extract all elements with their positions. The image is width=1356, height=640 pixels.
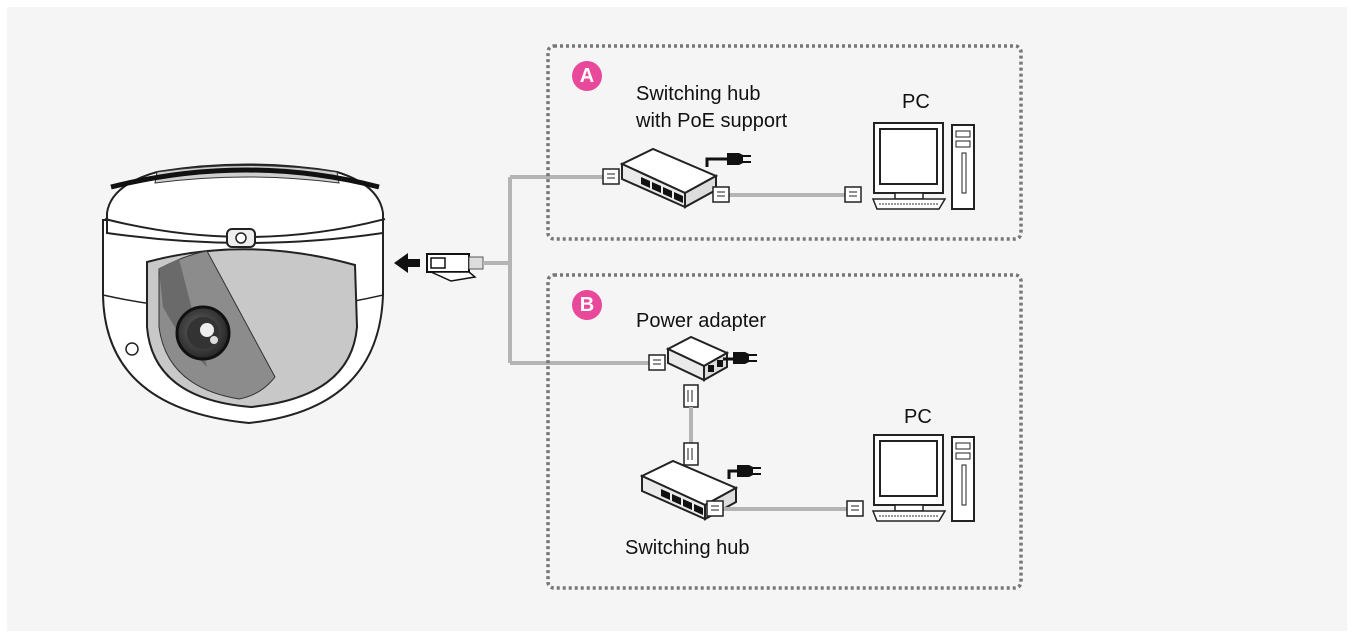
rj45-plug-icon bbox=[426, 253, 484, 282]
network-connection-diagram bbox=[102, 44, 1023, 590]
switching-hub-label: Switching hub bbox=[625, 537, 750, 559]
diagram-canvas: A Switching hub with PoE support PC B Po… bbox=[7, 7, 1347, 631]
pc-label-b: PC bbox=[904, 406, 932, 428]
panel-b-badge: B bbox=[572, 290, 602, 320]
dome-camera-icon bbox=[102, 163, 386, 425]
lan-cable bbox=[483, 175, 649, 365]
rj45-connector-icon bbox=[846, 500, 864, 517]
power-plug-icon bbox=[727, 465, 761, 479]
rj45-connector-icon bbox=[683, 442, 699, 466]
poe-hub-label-line1: Switching hub bbox=[636, 83, 761, 105]
poe-switching-hub-icon bbox=[619, 147, 719, 209]
power-adapter-label: Power adapter bbox=[636, 310, 767, 332]
rj45-connector-icon bbox=[844, 186, 862, 203]
panel-a-badge: A bbox=[572, 61, 602, 91]
pc-icon bbox=[871, 122, 975, 210]
power-plug-icon bbox=[723, 352, 757, 364]
panel-a-frame bbox=[546, 44, 1023, 241]
rj45-connector-icon bbox=[706, 500, 724, 517]
pc-label-a: PC bbox=[902, 91, 930, 113]
panel-b-frame bbox=[546, 273, 1023, 590]
power-plug-icon bbox=[705, 153, 751, 167]
rj45-connector-icon bbox=[602, 168, 620, 185]
poe-hub-label-line2: with PoE support bbox=[636, 110, 788, 132]
arrow-left-icon bbox=[394, 253, 420, 273]
rj45-connector-icon bbox=[683, 384, 699, 408]
power-adapter-icon bbox=[665, 335, 730, 382]
rj45-connector-icon bbox=[712, 186, 730, 203]
pc-icon bbox=[871, 434, 975, 522]
rj45-connector-icon bbox=[648, 354, 666, 371]
